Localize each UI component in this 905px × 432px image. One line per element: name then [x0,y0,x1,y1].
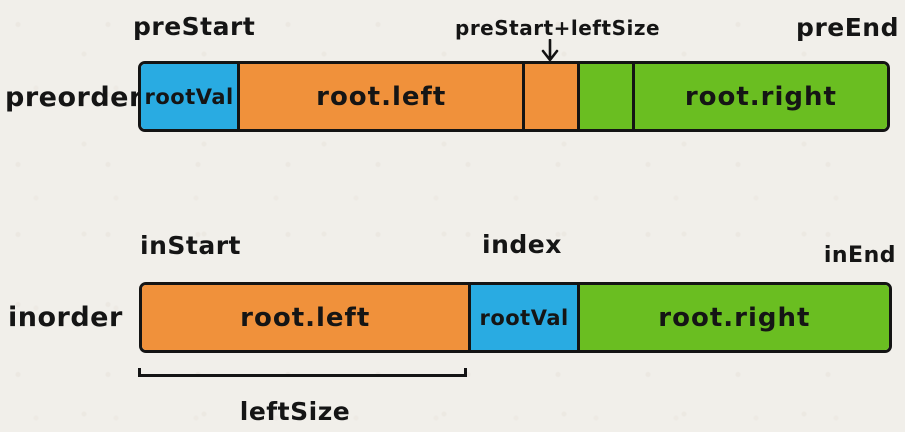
inend-label: inEnd [823,243,896,268]
segment-label: rootVal [479,305,569,330]
inorder-row-label: inorder [8,302,123,333]
inorder-rootright-segment: root.right [576,285,889,350]
segment-label: root.right [684,81,837,112]
preorder-right-head-segment [577,64,632,129]
preend-label: preEnd [796,13,899,42]
segment-label: rootVal [144,84,234,109]
preorder-array-bar: rootVal root.left root.right [138,61,890,132]
prestart-plus-leftsize-label: preStart+leftSize [455,16,661,40]
leftsize-bracket [138,368,467,377]
inorder-rootval-segment: rootVal [468,285,577,350]
preorder-left-tail-segment [522,64,578,129]
segment-label: root.right [658,302,811,333]
preorder-rootleft-segment: root.left [237,64,523,129]
segment-label: root.left [316,81,447,112]
inorder-array-bar: root.left rootVal root.right [139,282,892,353]
segment-label: root.left [240,302,371,333]
down-arrow-icon [541,39,559,62]
preorder-rootval-segment: rootVal [141,64,238,129]
instart-label: inStart [140,231,241,260]
index-label: index [482,230,562,259]
inorder-rootleft-segment: root.left [142,285,469,350]
leftsize-label: leftSize [239,397,351,426]
preorder-rootright-segment: root.right [631,64,887,129]
prestart-label: preStart [133,12,256,41]
preorder-row-label: preorder [5,82,143,113]
